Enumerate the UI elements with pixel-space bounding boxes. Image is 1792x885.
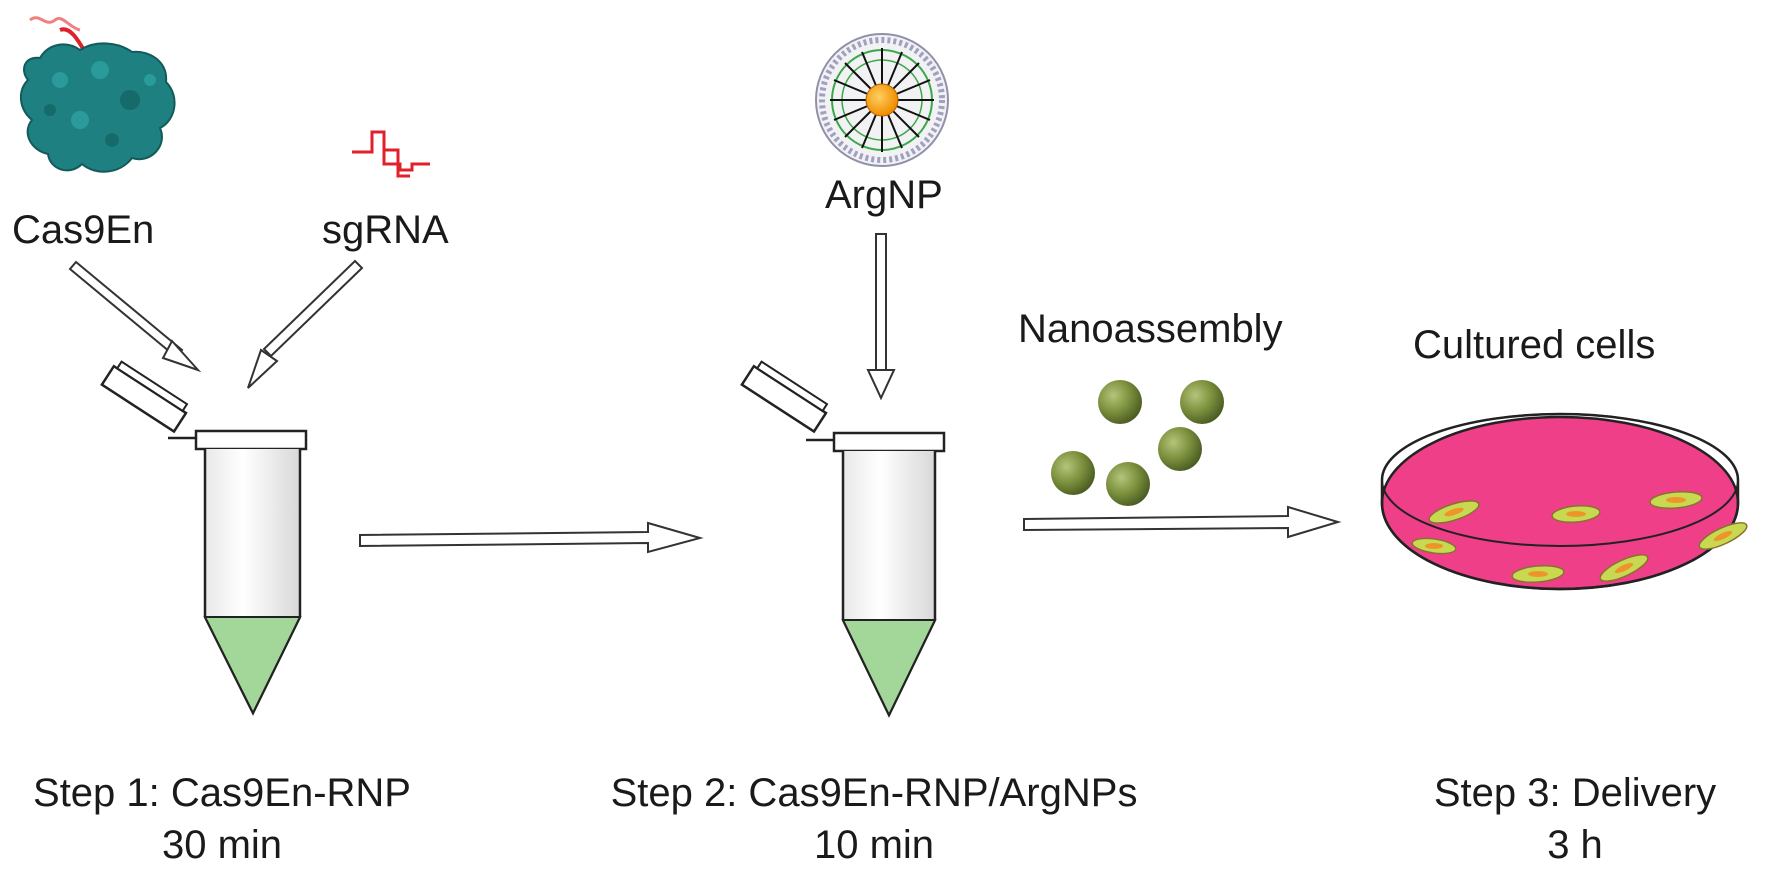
step1-title: Step 1: Cas9En-RNP [33,771,411,815]
arrow-cas9en-to-tube [68,260,202,373]
step1-time: 30 min [162,823,282,867]
step2-title: Step 2: Cas9En-RNP/ArgNPs [611,771,1138,815]
arrow-sgrna-to-tube [247,259,364,389]
tube-step1 [100,360,308,716]
argnp-nanoparticle-icon [815,33,949,167]
arrow-argnp-to-tube [866,233,896,401]
step3-title: Step 3: Delivery [1434,771,1716,815]
cas9en-label: Cas9En [12,208,154,252]
sgrna-icon [352,130,430,178]
cas9en-protein-icon [20,16,176,173]
nanoassembly-spheres-icon [1051,380,1224,506]
step3-time: 3 h [1547,823,1603,867]
arrow-step1-to-step2 [359,521,704,554]
sgrna-label: sgRNA [322,208,449,252]
argnp-label: ArgNP [825,173,943,217]
arrow-step2-to-step3 [1023,505,1342,539]
nanoassembly-label: Nanoassembly [1018,307,1283,351]
petri-dish-icon [1380,412,1748,591]
step2-time: 10 min [814,823,934,867]
tube-step2 [740,360,946,718]
cultured-cells-label: Cultured cells [1413,323,1655,367]
